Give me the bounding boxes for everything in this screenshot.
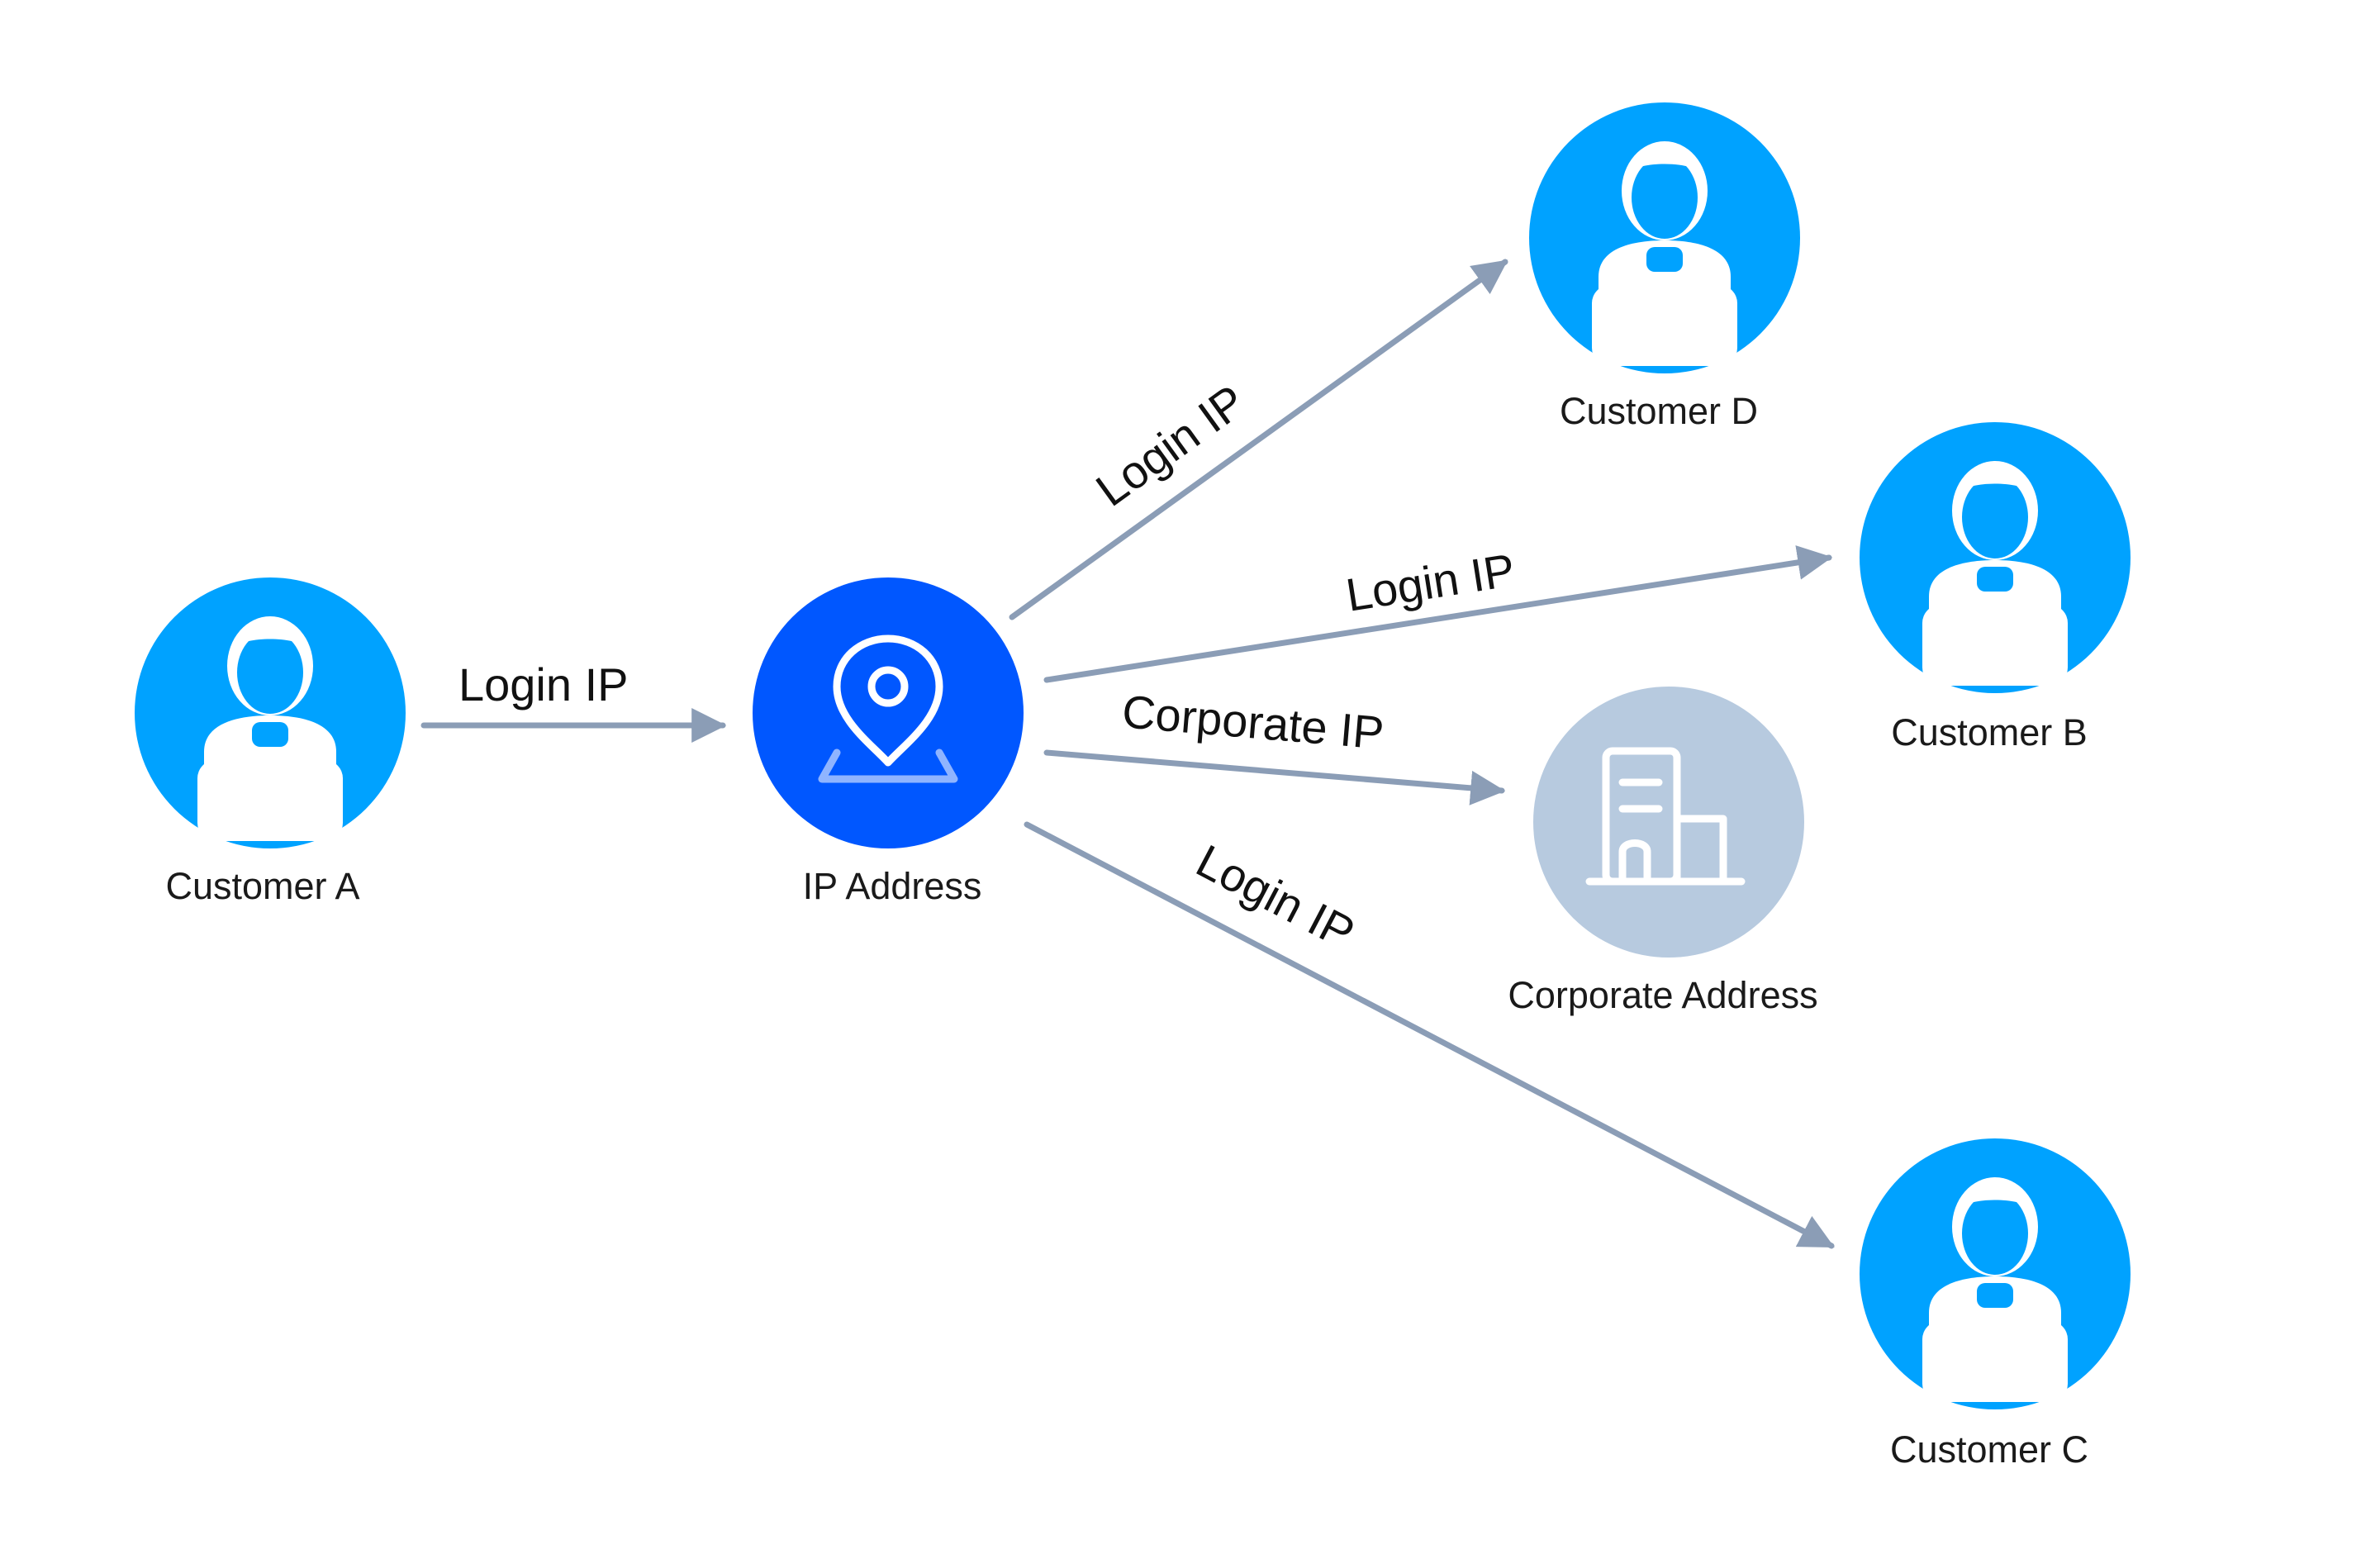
node-ip-address[interactable]: IP Address [753, 577, 1024, 907]
node-customer-b[interactable]: Customer B [1860, 422, 2131, 753]
edge-a-to-ip: Login IP [420, 658, 727, 743]
location-pin-icon [818, 634, 958, 783]
node-label: Customer D [1560, 390, 1758, 432]
node-customer-d[interactable]: Customer D [1529, 102, 1800, 432]
building-icon [1585, 747, 1746, 886]
node-corporate-address[interactable]: Corporate Address [1508, 687, 1818, 1016]
node-label: Customer C [1890, 1428, 2088, 1471]
edge-label: Login IP [1188, 834, 1362, 959]
node-label: Corporate Address [1508, 974, 1817, 1016]
node-circle [1533, 687, 1804, 958]
node-label: Customer B [1891, 711, 2088, 753]
node-customer-a[interactable]: Customer A [135, 577, 406, 907]
edge-label: Login IP [1086, 374, 1255, 516]
node-label: Customer A [165, 865, 359, 907]
edge-line [1024, 821, 1835, 1249]
edge-line [1043, 545, 1833, 683]
node-circle [753, 577, 1024, 848]
edge-line [1009, 259, 1508, 620]
edge-ip-to-corporate: Corporate IP [1043, 685, 1506, 806]
node-label: IP Address [803, 865, 982, 907]
edge-line [1043, 749, 1506, 806]
edge-ip-to-customer-b: Login IP [1043, 544, 1833, 683]
edge-label: Login IP [458, 658, 629, 710]
edge-label: Corporate IP [1120, 685, 1386, 758]
node-customer-c[interactable]: Customer C [1860, 1138, 2131, 1471]
